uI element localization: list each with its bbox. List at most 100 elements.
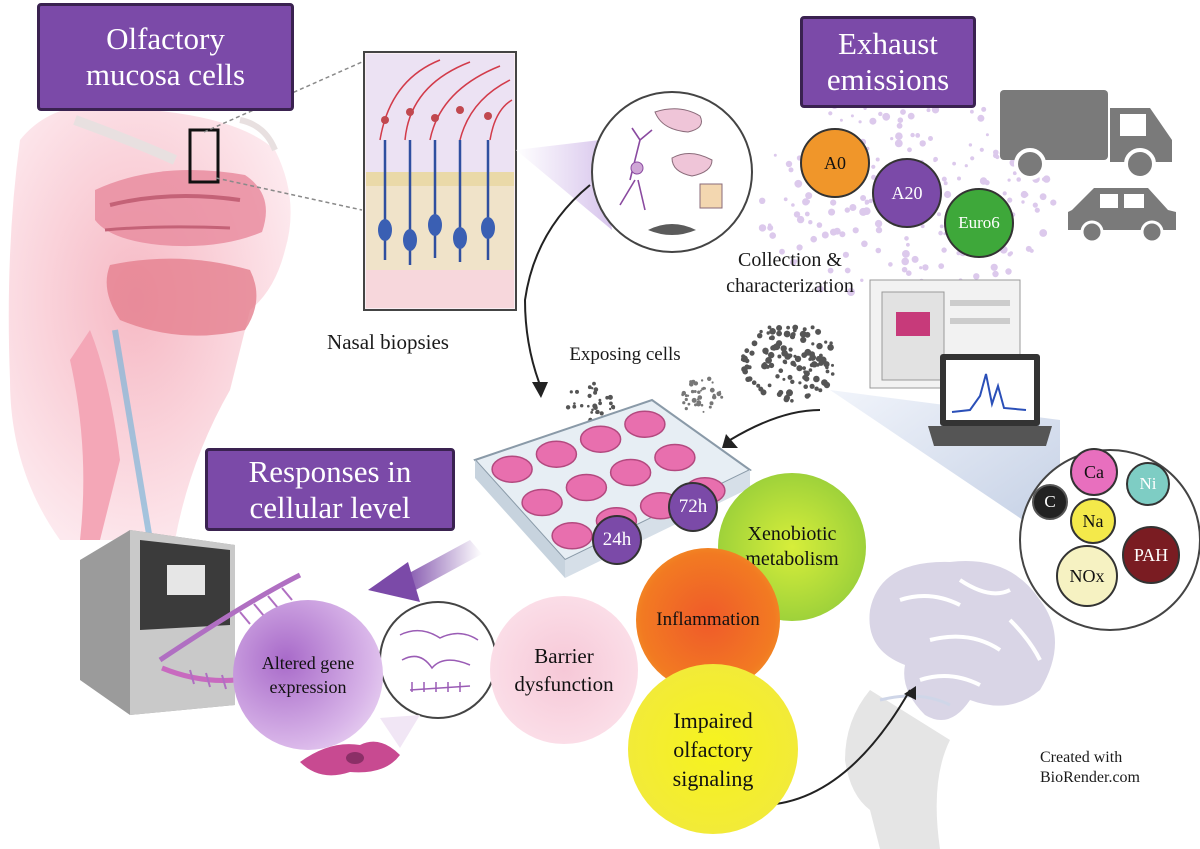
particle bbox=[901, 266, 908, 273]
particle bbox=[777, 354, 782, 359]
particle bbox=[1007, 252, 1012, 257]
particle bbox=[804, 331, 811, 338]
particle bbox=[690, 389, 695, 394]
particle bbox=[1034, 207, 1040, 213]
particle bbox=[830, 372, 835, 376]
particle bbox=[700, 389, 702, 392]
particle bbox=[593, 405, 598, 411]
particle bbox=[687, 402, 691, 406]
label-exposing-cells: Exposing cells bbox=[569, 344, 681, 365]
particle bbox=[696, 398, 700, 401]
particle bbox=[712, 393, 716, 397]
particle bbox=[800, 336, 807, 343]
arrow-head-emissions bbox=[722, 434, 738, 448]
particle bbox=[572, 404, 577, 409]
particle bbox=[900, 109, 906, 115]
particle bbox=[979, 177, 988, 185]
particle bbox=[776, 330, 782, 337]
particle bbox=[759, 197, 766, 204]
plate-well bbox=[609, 458, 652, 487]
arrow-head-plate bbox=[532, 382, 548, 398]
particle bbox=[858, 120, 862, 124]
particle bbox=[995, 154, 1000, 160]
particle bbox=[829, 341, 833, 345]
particle bbox=[933, 156, 938, 162]
particle bbox=[766, 331, 770, 335]
particle bbox=[759, 329, 763, 334]
particle bbox=[981, 106, 987, 112]
face-silhouette bbox=[845, 690, 950, 849]
particle bbox=[890, 137, 894, 141]
particle bbox=[696, 401, 701, 407]
particle bbox=[804, 348, 812, 356]
particle bbox=[920, 224, 925, 229]
particle bbox=[816, 363, 820, 367]
biopsy-location-marker bbox=[188, 128, 220, 184]
plate-well bbox=[551, 522, 593, 550]
particle bbox=[922, 264, 929, 271]
particle bbox=[580, 404, 584, 408]
cultured-cells-circle bbox=[591, 91, 753, 253]
particle bbox=[569, 390, 573, 394]
particle bbox=[684, 407, 688, 411]
arrow-head-brain bbox=[904, 686, 916, 700]
particle bbox=[590, 411, 594, 414]
particle bbox=[758, 224, 767, 232]
particle bbox=[964, 164, 968, 168]
cell-nucleus bbox=[346, 752, 364, 764]
particle bbox=[773, 343, 781, 351]
particle bbox=[990, 263, 998, 271]
particle bbox=[591, 387, 594, 390]
particle bbox=[815, 328, 822, 335]
particle bbox=[612, 406, 615, 410]
particle bbox=[952, 161, 956, 166]
particle bbox=[793, 363, 797, 367]
plate-well bbox=[521, 488, 563, 517]
particle bbox=[808, 220, 813, 225]
response-altered-gene: Altered gene expression bbox=[233, 600, 383, 750]
particle bbox=[691, 397, 697, 403]
plate-well bbox=[624, 410, 666, 438]
particle bbox=[939, 224, 944, 229]
particle bbox=[767, 383, 772, 388]
particle bbox=[593, 390, 598, 395]
particle bbox=[941, 247, 947, 253]
particle bbox=[779, 248, 785, 255]
particle bbox=[862, 207, 871, 216]
particle bbox=[790, 332, 796, 338]
particle bbox=[810, 325, 815, 330]
olfactory-nerve bbox=[879, 694, 951, 707]
time-72h: 72h bbox=[668, 482, 718, 532]
particle bbox=[864, 201, 869, 205]
laptop-icon bbox=[928, 354, 1052, 446]
component-nox: NOx bbox=[1056, 545, 1118, 607]
particle bbox=[823, 361, 830, 368]
label-nasal-biopsies: Nasal biopsies bbox=[327, 330, 449, 354]
particle bbox=[769, 335, 775, 341]
particle bbox=[926, 108, 931, 113]
particle bbox=[785, 160, 793, 168]
particle bbox=[598, 398, 602, 402]
particle bbox=[702, 410, 705, 413]
particle bbox=[827, 267, 834, 274]
particle bbox=[973, 273, 980, 280]
response-impaired: Impaired olfactory signaling bbox=[628, 664, 798, 834]
particle bbox=[1029, 248, 1034, 253]
particle bbox=[684, 394, 688, 398]
particle bbox=[788, 347, 793, 352]
particle bbox=[915, 133, 921, 138]
particle bbox=[839, 231, 846, 238]
particle bbox=[790, 399, 794, 403]
particle bbox=[818, 360, 824, 366]
particle bbox=[700, 403, 704, 407]
particle bbox=[587, 393, 592, 398]
particle bbox=[804, 211, 810, 217]
particle bbox=[711, 381, 714, 384]
particle bbox=[941, 176, 947, 182]
time-24h: 24h bbox=[592, 515, 642, 565]
particle bbox=[742, 367, 747, 372]
particle bbox=[970, 156, 975, 161]
particle bbox=[593, 387, 599, 392]
particle bbox=[778, 368, 784, 374]
particle bbox=[894, 139, 903, 148]
